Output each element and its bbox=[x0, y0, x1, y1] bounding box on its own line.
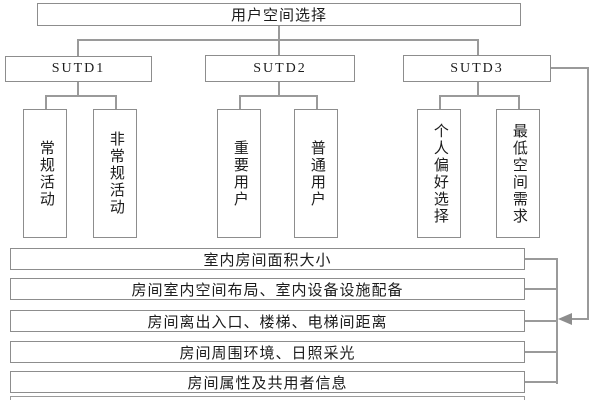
branch-label-sutd1: SUTD1 bbox=[51, 61, 106, 76]
connector-rung-2 bbox=[525, 288, 558, 290]
connector-sutd3-stem bbox=[477, 82, 479, 96]
connector-drop-sutd1 bbox=[77, 39, 79, 56]
criteria-label: 房间离出入口、楼梯、电梯间距离 bbox=[147, 314, 388, 331]
leaf-label: 普通用户 bbox=[308, 139, 325, 208]
criteria-box-layout-facilities: 房间室内空间布局、室内设备设施配备 bbox=[10, 278, 525, 300]
connector-drop-sutd2 bbox=[278, 39, 280, 55]
connector-drop-sutd3-child2 bbox=[518, 95, 520, 109]
criteria-box-environment-daylight: 房间周围环境、日照采光 bbox=[10, 341, 525, 363]
criteria-box-attributes-cousers: 房间属性及共用者信息 bbox=[10, 371, 525, 393]
branch-box-sutd1: SUTD1 bbox=[5, 56, 152, 82]
leaf-box-minimum-space-need: 最低空间需求 bbox=[496, 109, 540, 238]
connector-sutd2-stem bbox=[278, 82, 280, 96]
leaf-label: 最低空间需求 bbox=[510, 122, 527, 225]
connector-right-down bbox=[587, 67, 589, 320]
leaf-box-regular-activity: 常规活动 bbox=[23, 109, 67, 238]
branch-box-sutd3: SUTD3 bbox=[403, 55, 551, 82]
connector-rung-3 bbox=[525, 320, 558, 322]
connector-sutd3-right-out bbox=[551, 67, 589, 69]
connector-drop-sutd3 bbox=[477, 39, 479, 55]
branch-label-sutd3: SUTD3 bbox=[450, 60, 504, 76]
criteria-box-distance: 房间离出入口、楼梯、电梯间距离 bbox=[10, 310, 525, 332]
connector-rung-5 bbox=[525, 381, 558, 383]
connector-arrow-shaft bbox=[571, 318, 589, 320]
criteria-label: 房间室内空间布局、室内设备设施配备 bbox=[131, 282, 404, 299]
connector-drop-sutd1-child1 bbox=[45, 95, 47, 109]
connector-rung-4 bbox=[525, 351, 558, 353]
connector-drop-sutd2-child2 bbox=[316, 95, 318, 109]
criteria-box-room-area: 室内房间面积大小 bbox=[10, 248, 525, 270]
connector-rung-1 bbox=[525, 258, 558, 260]
connector-sutd1-distribution bbox=[45, 95, 117, 97]
branch-label-sutd2: SUTD2 bbox=[253, 60, 307, 76]
connector-sutd2-distribution bbox=[239, 95, 318, 97]
connector-sutd1-stem bbox=[77, 82, 79, 96]
root-label: 用户空间选择 bbox=[230, 8, 327, 24]
connector-drop-sutd1-child2 bbox=[115, 95, 117, 109]
leaf-box-ordinary-user: 普通用户 bbox=[294, 109, 338, 238]
criteria-label: 房间周围环境、日照采光 bbox=[179, 345, 356, 362]
arrowhead-left-icon bbox=[558, 313, 572, 325]
connector-drop-sutd3-child1 bbox=[439, 95, 441, 109]
connector-root-stem bbox=[278, 26, 280, 39]
connector-drop-sutd2-child1 bbox=[239, 95, 241, 109]
root-box-user-space-selection: 用户空间选择 bbox=[37, 3, 521, 26]
leaf-box-irregular-activity: 非常规活动 bbox=[93, 109, 137, 238]
leaf-box-important-user: 重要用户 bbox=[217, 109, 261, 238]
criteria-label: 房间属性及共用者信息 bbox=[187, 375, 348, 392]
connector-sutd3-distribution bbox=[439, 95, 519, 97]
leaf-label: 重要用户 bbox=[231, 139, 248, 208]
leaf-label: 常规活动 bbox=[37, 139, 54, 208]
leaf-label: 非常规活动 bbox=[107, 131, 124, 216]
branch-box-sutd2: SUTD2 bbox=[205, 55, 355, 82]
cropped-box-edge bbox=[10, 396, 525, 400]
leaf-label: 个人偏好选择 bbox=[431, 122, 448, 225]
leaf-box-personal-preference: 个人偏好选择 bbox=[417, 109, 461, 238]
criteria-label: 室内房间面积大小 bbox=[203, 252, 332, 269]
